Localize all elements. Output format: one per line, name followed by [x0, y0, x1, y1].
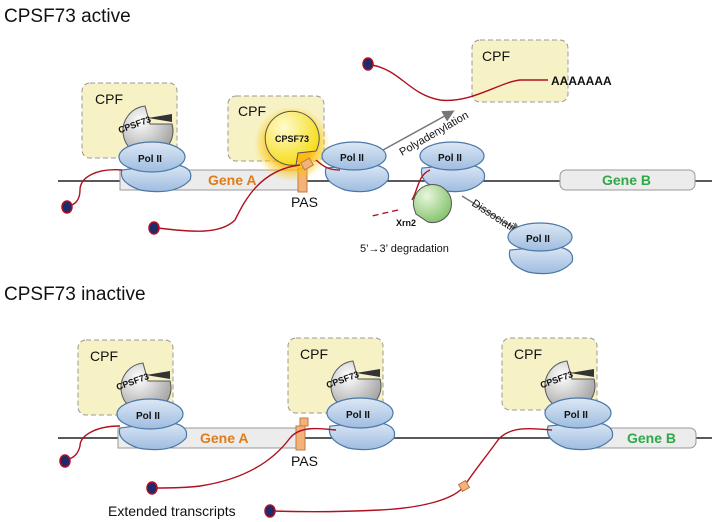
pas-rna-element: [299, 417, 309, 427]
svg-text:Pol II: Pol II: [438, 153, 462, 164]
polyadenylation-arrow: [382, 110, 455, 151]
dissociation-arrow: [461, 195, 523, 234]
rna-cap: [264, 504, 276, 518]
svg-text:Pol II: Pol II: [346, 410, 370, 421]
rna-transcript: [65, 425, 121, 461]
gene-b-active: Gene B: [559, 169, 696, 191]
svg-text:CPSF73: CPSF73: [275, 134, 309, 144]
rna-transcript: [315, 159, 341, 171]
rna-cap: [148, 221, 160, 235]
svg-text:CPF: CPF: [238, 103, 266, 119]
rna-transcript: [154, 427, 337, 489]
rna-transcript: [157, 164, 301, 232]
pol-ii: Pol II: [118, 141, 192, 193]
degraded-rna: [371, 209, 399, 217]
pol-ii-free: Pol II: [507, 222, 574, 275]
svg-text:Pol II: Pol II: [136, 411, 160, 422]
pas-rna-element: [457, 479, 471, 493]
svg-text:Pol II: Pol II: [526, 234, 550, 245]
gene-b-inactive: Gene B: [589, 427, 697, 449]
svg-text:CPF: CPF: [514, 346, 542, 362]
pol-ii: Pol II: [326, 397, 396, 451]
svg-text:CPF: CPF: [482, 48, 510, 64]
pas-label-inactive: PAS: [291, 453, 318, 469]
rna-transcript: [411, 169, 431, 201]
svg-text:Gene B: Gene B: [627, 430, 676, 446]
cpsf73-enzyme-active: CPSF73: [264, 110, 320, 166]
polya-tail: AAAAAAA: [551, 74, 612, 88]
svg-text:Pol II: Pol II: [564, 410, 588, 421]
svg-text:Gene A: Gene A: [200, 430, 249, 446]
pol-ii: Pol II: [116, 398, 188, 451]
mature-mrna: [371, 64, 548, 102]
rna-cap: [61, 200, 73, 214]
pol-ii: Pol II: [544, 397, 614, 451]
pol-ii: Pol II: [321, 141, 390, 193]
pol-ii: Pol II: [419, 141, 486, 193]
svg-text:Xrn2: Xrn2: [396, 218, 416, 228]
gene-b-label: Gene B: [602, 172, 651, 188]
active-section-title: CPSF73 active: [4, 6, 131, 27]
rna-cap: [59, 454, 71, 468]
extended-transcripts-label: Extended transcripts: [108, 503, 236, 519]
svg-text:CPF: CPF: [90, 348, 118, 364]
svg-text:CPF: CPF: [95, 91, 123, 107]
rna-cap: [362, 57, 374, 71]
rna-cap: [146, 481, 158, 495]
pas-rna-element: [299, 157, 315, 171]
extended-transcript: [271, 427, 553, 513]
svg-text:CPF: CPF: [300, 346, 328, 362]
degradation-label: 5’→3’ degradation: [360, 243, 449, 255]
pas-label-active: PAS: [291, 194, 318, 210]
cpf-complex: CPF: [471, 39, 569, 103]
gene-a-label: Gene A: [208, 172, 257, 188]
inactive-section-title: CPSF73 inactive: [4, 284, 146, 305]
svg-text:Pol II: Pol II: [340, 153, 364, 164]
rna-transcript: [67, 169, 123, 207]
xrn2-enzyme: Xrn2: [396, 184, 452, 228]
svg-text:Pol II: Pol II: [138, 154, 162, 165]
